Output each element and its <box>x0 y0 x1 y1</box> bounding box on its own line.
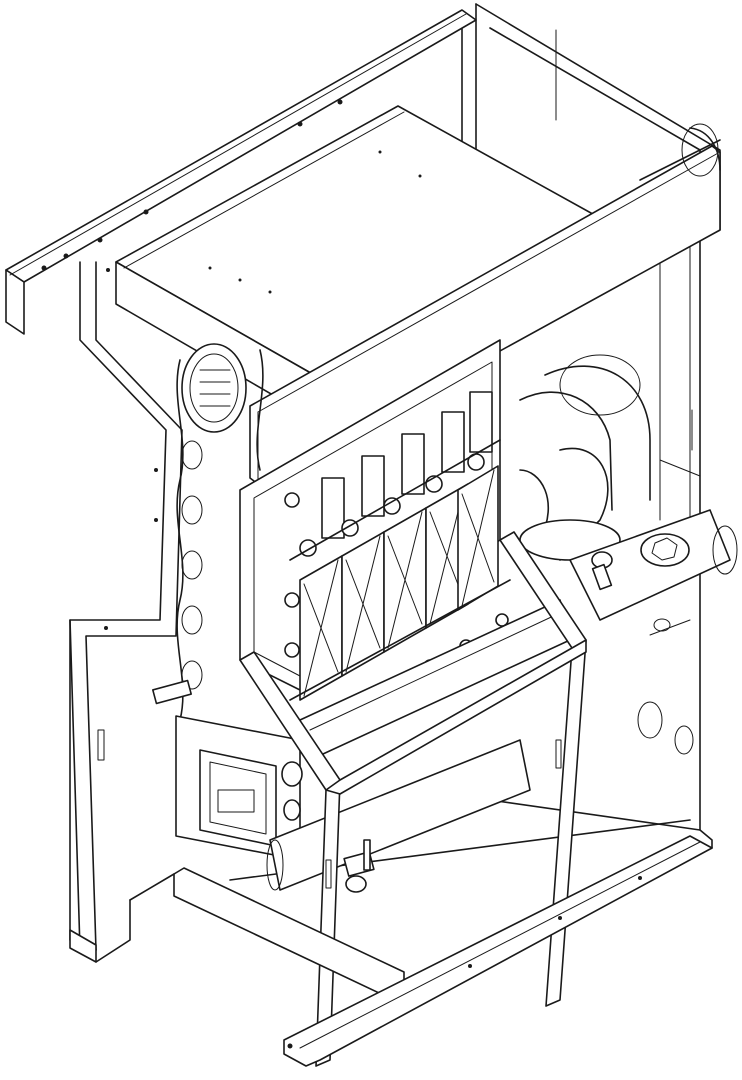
left-bracket <box>69 261 183 963</box>
burner-module-3 <box>383 433 427 653</box>
control-box <box>175 715 303 861</box>
right-pipe <box>569 509 738 636</box>
front-top-beam <box>249 139 721 485</box>
burner-modules <box>284 391 511 717</box>
left-tray <box>95 873 175 963</box>
base-frame <box>173 835 713 1067</box>
flue-elbow <box>519 123 721 561</box>
lower-pipe <box>266 739 531 893</box>
heat-exchanger-left <box>152 343 264 721</box>
burner-module-2 <box>341 455 385 677</box>
top-rail <box>5 9 477 335</box>
burner-module-5 <box>457 391 499 611</box>
burner-module-1 <box>299 477 345 701</box>
top-cover <box>115 105 601 421</box>
front-legs <box>239 531 587 1067</box>
side-panel-holes <box>637 409 701 755</box>
